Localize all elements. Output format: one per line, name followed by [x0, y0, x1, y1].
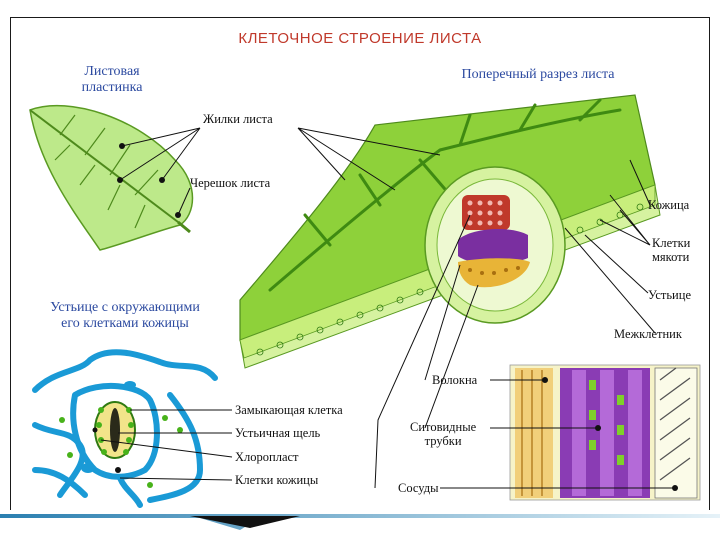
label-pulp-cells: Клетки мякоти [652, 236, 690, 264]
section-leaf-blade-line2: пластинка [81, 80, 143, 95]
label-intercellular: Межклетник [614, 327, 682, 341]
section-stoma: Устьице с окружающими его клетками кожиц… [30, 300, 220, 332]
bottom-decoration [0, 510, 720, 540]
section-leaf-blade-line1: Листовая [84, 64, 140, 79]
label-stomata: Устьице [648, 288, 691, 302]
vascular-detail [509, 364, 701, 501]
section-stoma-line2: его клетками кожицы [61, 316, 189, 331]
leaf-blade-illustration [29, 104, 194, 251]
label-pulp-cells-line1: Клетки [652, 236, 691, 250]
label-veins: Жилки листа [203, 112, 273, 126]
label-chloroplast: Хлоропласт [235, 450, 299, 464]
label-petiole: Черешок листа [190, 176, 271, 190]
label-stomatal-gap: Устьичная щель [235, 426, 321, 440]
label-guard-cell: Замыкающая клетка [235, 403, 343, 417]
slide-title: КЛЕТОЧНОЕ СТРОЕНИЕ ЛИСТА [238, 30, 482, 47]
section-stoma-line1: Устьице с окружающими [50, 300, 200, 315]
label-pulp-cells-line2: мякоти [652, 250, 690, 264]
xylem-cells [462, 195, 510, 230]
label-sieve-tubes-line2: трубки [424, 434, 462, 448]
cross-section-illustration [239, 94, 661, 369]
leader-lines [100, 127, 675, 489]
label-skin: Кожица [648, 198, 690, 212]
edge-cells [256, 203, 644, 356]
bottom-accent-shape [0, 514, 720, 530]
section-cross-section: Поперечный разрез листа [461, 67, 615, 82]
section-leaf-blade: Листовая пластинка [62, 64, 162, 96]
label-vessels: Сосуды [398, 481, 439, 495]
label-skin-cells: Клетки кожицы [235, 473, 319, 487]
label-sieve-tubes-line1: Ситовидные [410, 420, 477, 434]
label-fibers: Волокна [432, 373, 478, 387]
label-sieve-tubes: Ситовидные трубки [410, 420, 476, 448]
